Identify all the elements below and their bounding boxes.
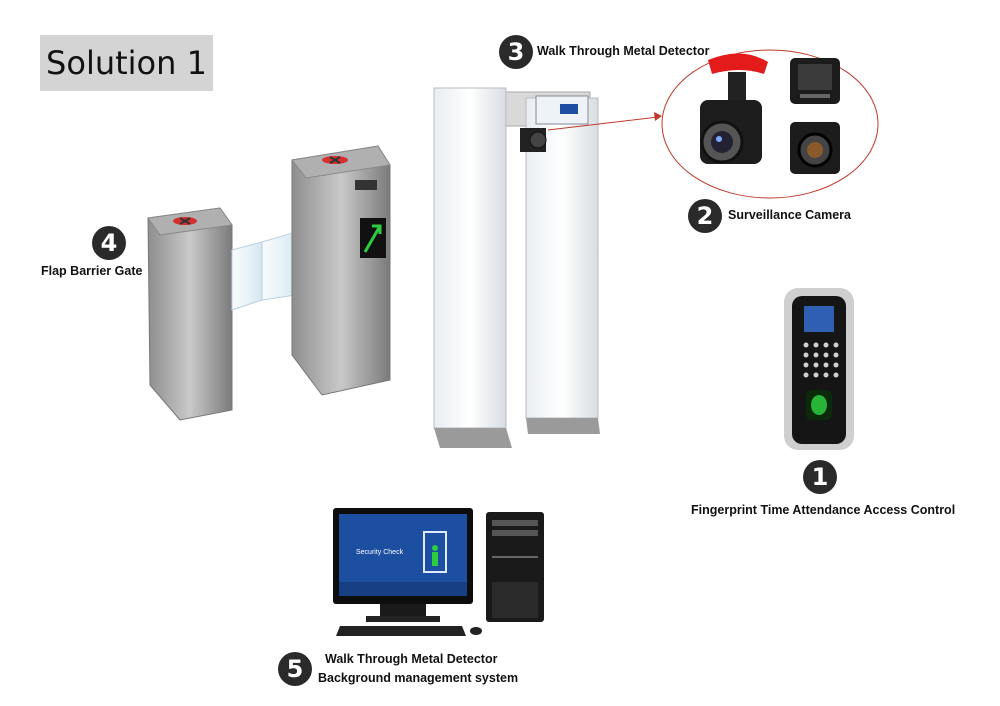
page-title: Solution 1 (40, 35, 213, 91)
box-camera-top (790, 58, 840, 104)
badge-5: 5 (278, 652, 312, 686)
metal-detector-arch (433, 87, 600, 448)
callout-arrow (547, 116, 659, 131)
box-camera-bottom (790, 122, 840, 174)
label-management-line2: Background management system (318, 671, 519, 685)
fingerprint-terminal (784, 288, 854, 450)
label-metal-detector: Walk Through Metal Detector (537, 44, 710, 58)
flap-barrier-right-unit (291, 145, 391, 396)
keyboard (336, 626, 466, 636)
camera-callout-ellipse (661, 49, 879, 199)
label-surveillance-camera: Surveillance Camera (728, 208, 851, 222)
screen-text: Security Check (356, 549, 404, 556)
pc-tower (486, 512, 544, 622)
badge-4: 4 (92, 226, 126, 260)
flap-wing-right (261, 231, 297, 301)
badge-3: 3 (499, 35, 533, 69)
mouse (470, 627, 482, 635)
label-flap-barrier: Flap Barrier Gate (41, 264, 143, 278)
badge-1: 1 (803, 460, 837, 494)
dash-camera (700, 53, 768, 164)
label-management-line1: Walk Through Metal Detector (325, 652, 498, 666)
badge-2: 2 (688, 199, 722, 233)
label-fingerprint: Fingerprint Time Attendance Access Contr… (691, 503, 956, 517)
flap-wing-left (231, 241, 263, 311)
flap-barrier-left-unit (147, 207, 233, 421)
monitor (333, 508, 473, 622)
